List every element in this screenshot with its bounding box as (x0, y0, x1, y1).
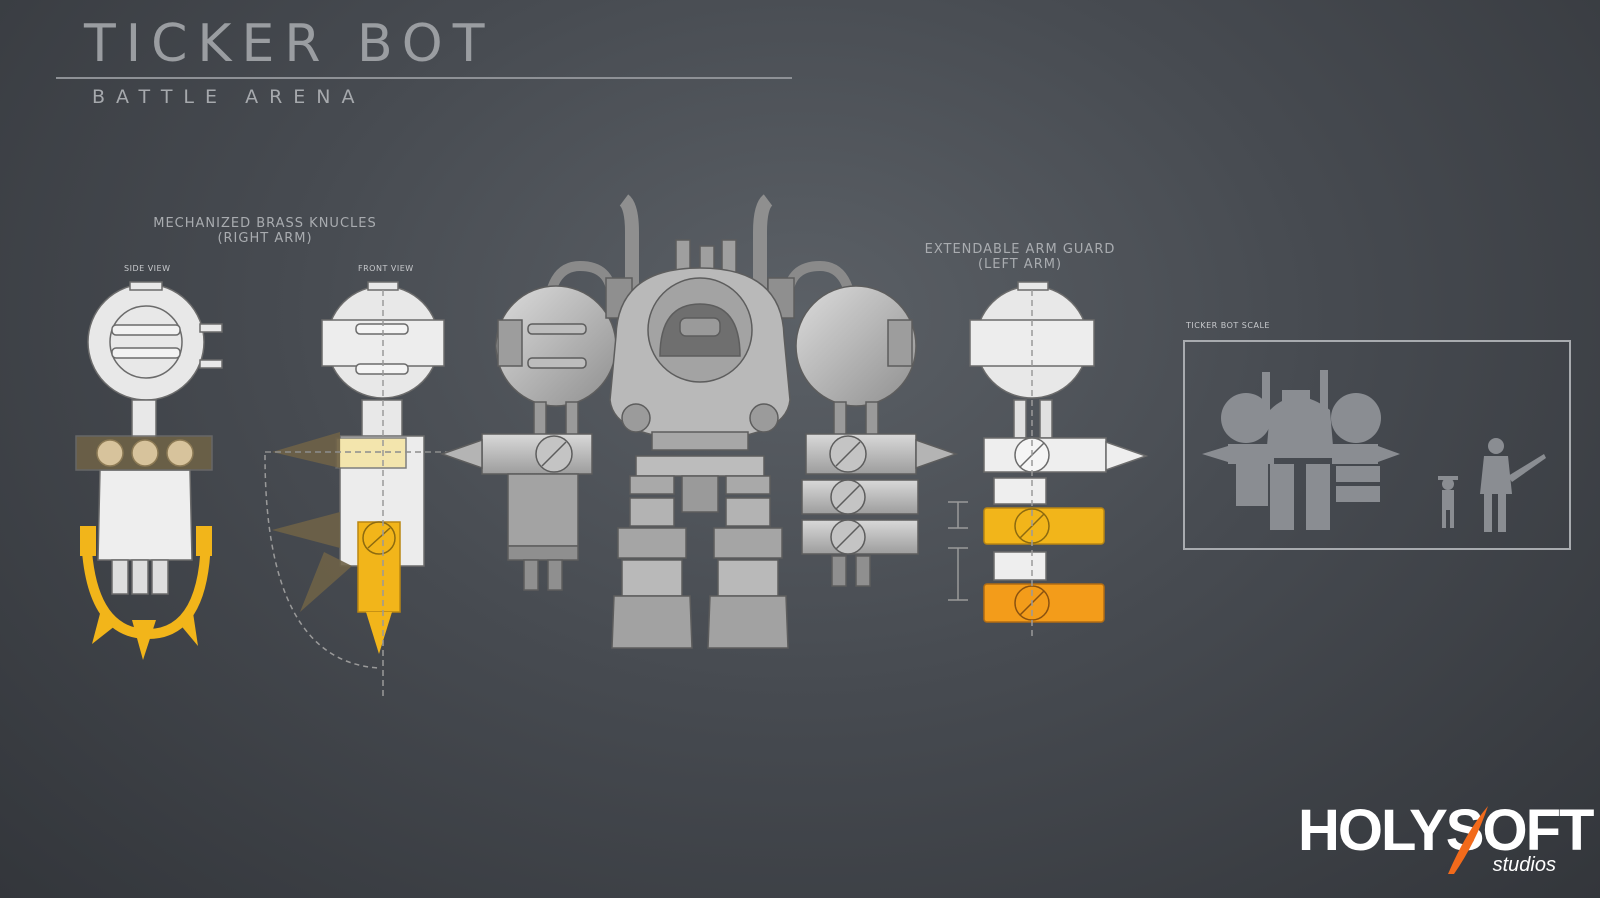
right-arm-heading: MECHANIZED BRASS KNUCLES (RIGHT ARM) (150, 216, 380, 246)
scale-label: TICKER BOT SCALE (1186, 321, 1270, 330)
quill-icon (1448, 806, 1488, 874)
side-view-label: SIDE VIEW (124, 264, 171, 273)
scale-panel (1183, 340, 1571, 550)
front-view-label: FRONT VIEW (358, 264, 414, 273)
left-arm-title: EXTENDABLE ARM GUARD (924, 242, 1116, 257)
page-title: TICKER BOT (84, 14, 495, 74)
page-subtitle: BATTLE ARENA (92, 86, 366, 108)
logo-subtext: studios (1492, 854, 1556, 876)
right-arm-subtitle: (RIGHT ARM) (217, 231, 313, 246)
logo-wordmark: HOLYSOFT (1298, 798, 1594, 863)
title-divider (56, 77, 792, 79)
holysoft-logo: HOLYSOFT studios (1298, 802, 1594, 880)
ticker-bot-front (439, 194, 959, 649)
left-arm-heading: EXTENDABLE ARM GUARD (LEFT ARM) (920, 242, 1120, 272)
left-arm-guard (948, 281, 1149, 640)
side-view-arm (75, 281, 223, 660)
right-arm-title: MECHANIZED BRASS KNUCLES (153, 216, 377, 231)
left-arm-subtitle: (LEFT ARM) (977, 257, 1063, 272)
front-view-arm (264, 281, 480, 700)
